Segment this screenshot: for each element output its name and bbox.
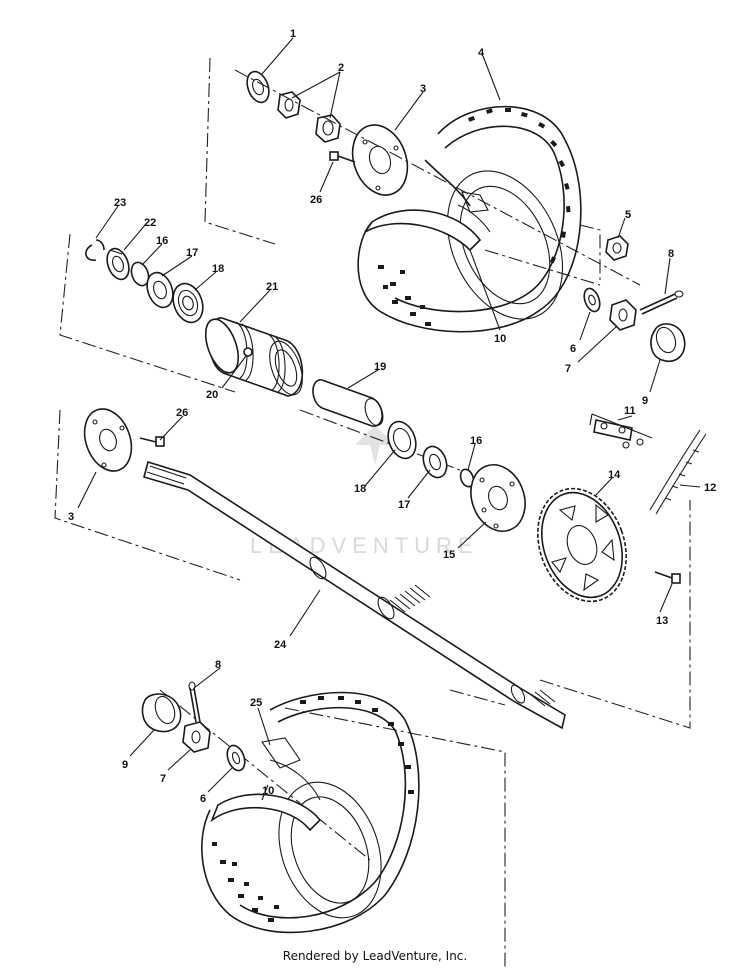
upper-tire [357,105,582,333]
part-washer-1 [246,70,270,104]
part-hub-3-upper [351,124,409,196]
callout-23: 23 [114,197,126,209]
part-nut-2b [315,114,341,143]
callout-8-lower: 8 [215,659,221,671]
part-spacer-17-right [422,445,448,479]
callout-22: 22 [144,217,156,229]
part-ring-16-left [130,261,150,287]
part-washer-6-lower [226,744,246,772]
part-bolt-26-lower [139,436,165,447]
callout-20: 20 [206,389,218,401]
part-sleeve-19 [312,379,384,427]
callout-5: 5 [625,209,631,221]
part-snap-ring-23 [85,239,105,261]
callout-16-right: 16 [470,435,482,447]
callout-24: 24 [274,639,287,651]
part-cotter-pin-8-upper [639,290,684,315]
part-castle-nut-7-upper [609,299,637,331]
part-bolt-13 [654,571,681,584]
callout-13: 13 [656,615,668,627]
part-nut-2a [277,91,301,119]
lower-tire [201,691,420,934]
callout-21: 21 [266,281,278,293]
callout-17-left: 17 [186,247,198,259]
footer-credit: Rendered by LeadVenture, Inc. [282,949,468,963]
callout-1: 1 [290,28,296,40]
callout-26-lower: 26 [176,407,188,419]
part-master-link-11 [589,413,653,449]
callout-2: 2 [338,62,344,74]
callout-10-upper: 10 [494,333,506,345]
callout-3-upper: 3 [420,83,426,95]
callout-26-upper: 26 [310,194,322,206]
part-chain-12 [649,429,707,515]
part-sprocket-hub-15 [470,464,526,532]
callout-10-lower: 10 [262,785,274,797]
callout-11: 11 [624,405,636,417]
part-nut-5 [605,235,629,261]
part-ring-16-right [459,468,475,488]
callout-7-upper: 7 [565,363,571,375]
part-washer-6-upper [583,287,601,313]
callout-15: 15 [443,549,455,561]
part-bolt-26-upper [329,151,356,163]
part-sprocket-14 [537,487,627,603]
callout-17-right: 17 [398,499,410,511]
part-bearing-18-left [172,282,204,324]
leader-lines [77,37,701,801]
callout-12: 12 [704,482,716,494]
callout-7-lower: 7 [160,773,166,785]
callout-9-lower: 9 [122,759,128,771]
part-axle-24 [143,460,566,730]
callout-labels: 1 2 3 4 5 6 7 8 9 10 11 12 13 14 15 16 1… [68,28,716,805]
callout-9-upper: 9 [642,395,648,407]
callout-19: 19 [374,361,386,373]
part-spacer-17-left [146,271,174,309]
part-bearing-18-right [387,420,417,460]
callout-14: 14 [608,469,621,481]
part-axle-housing-21 [204,317,304,397]
callout-25: 25 [250,697,262,709]
callout-4: 4 [478,47,485,59]
callout-18-right: 18 [354,483,366,495]
part-dust-cap-9-upper [650,323,686,362]
callout-16-left: 16 [156,235,168,247]
callout-6-upper: 6 [570,343,576,355]
part-hub-3-lower [83,408,133,472]
callout-18-left: 18 [212,263,224,275]
part-dust-cap-9-lower [141,693,182,733]
callout-8-upper: 8 [668,248,674,260]
part-seal-22 [106,247,130,281]
part-cotter-pin-8-lower [188,681,201,723]
callout-3-lower: 3 [68,511,74,523]
callout-6-lower: 6 [200,793,206,805]
